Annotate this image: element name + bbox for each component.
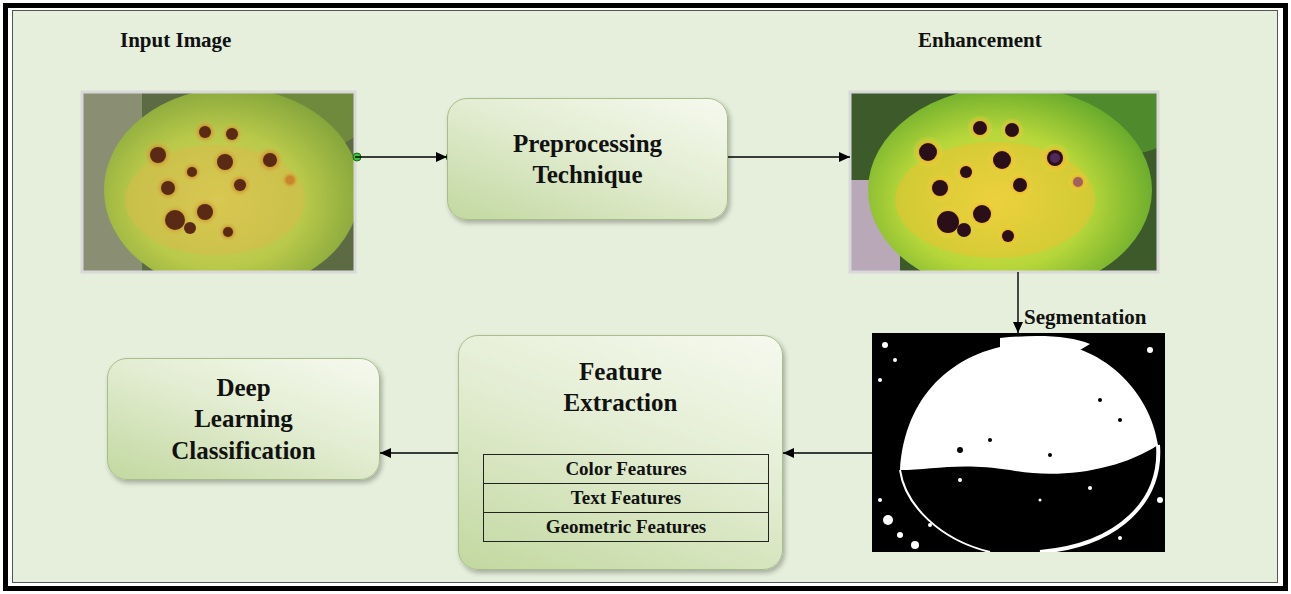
- feature-row: Text Features: [483, 483, 769, 513]
- purple-tint: [1050, 153, 1083, 187]
- flow-arrow: [728, 152, 850, 162]
- feature-row: Geometric Features: [483, 512, 769, 542]
- arrowhead: [839, 152, 850, 162]
- arrow-line: [355, 156, 447, 157]
- lesion-area: [895, 142, 1095, 258]
- mask-holes: [957, 398, 1122, 457]
- enhanced-image: Enhancement: [850, 92, 1158, 272]
- feature-row: Color Features: [483, 454, 769, 484]
- feature-label: Geometric Features: [546, 516, 707, 538]
- arrowhead: [436, 152, 447, 162]
- feature-label: Color Features: [565, 458, 686, 480]
- flow-arrow: [355, 152, 447, 162]
- photo-frame: [82, 92, 355, 272]
- arrow-line: [728, 156, 850, 157]
- input-image: Input Image: [82, 92, 355, 272]
- flow-arrow: [783, 448, 872, 458]
- arrow-line: [783, 452, 872, 453]
- segmented-image: Segmentation: [872, 333, 1165, 552]
- mask-ground: [872, 333, 1165, 552]
- arrowhead: [1013, 322, 1023, 333]
- arrow-line: [380, 452, 458, 453]
- process-box: Deep Learning Classification: [107, 358, 380, 480]
- photo-frame: [850, 92, 1158, 272]
- spot-halos: [912, 115, 1088, 247]
- mask-outline: [1040, 445, 1158, 552]
- image-heading: Enhancement: [918, 28, 1042, 53]
- box-label: Preprocessing Technique: [513, 128, 662, 191]
- spot-halos: [143, 120, 299, 242]
- disease-spots: [150, 126, 277, 237]
- arrowhead: [783, 448, 794, 458]
- disease-spots: [919, 121, 1063, 242]
- box-label: Feature Extraction: [564, 356, 678, 419]
- mask-outline: [900, 470, 990, 552]
- mask-region: [1000, 336, 1090, 350]
- enhanced-fruit-photo: [850, 92, 1158, 272]
- mask-specks: [878, 342, 1163, 549]
- process-box: Feature ExtractionColor FeaturesText Fea…: [458, 335, 783, 570]
- process-box: Preprocessing Technique: [447, 98, 728, 220]
- flow-arrow: [380, 448, 458, 458]
- image-heading: Input Image: [120, 28, 231, 53]
- input-fruit-photo: [82, 92, 355, 272]
- mask-region: [900, 342, 1158, 474]
- fruit: [104, 92, 355, 272]
- fruit: [868, 92, 1152, 272]
- segmentation-mask: [872, 333, 1165, 552]
- image-heading: Segmentation: [1024, 305, 1147, 330]
- flow-arrow: [1013, 272, 1023, 333]
- feature-label: Text Features: [571, 487, 681, 509]
- box-label: Deep Learning Classification: [171, 372, 315, 466]
- arrowhead: [380, 448, 391, 458]
